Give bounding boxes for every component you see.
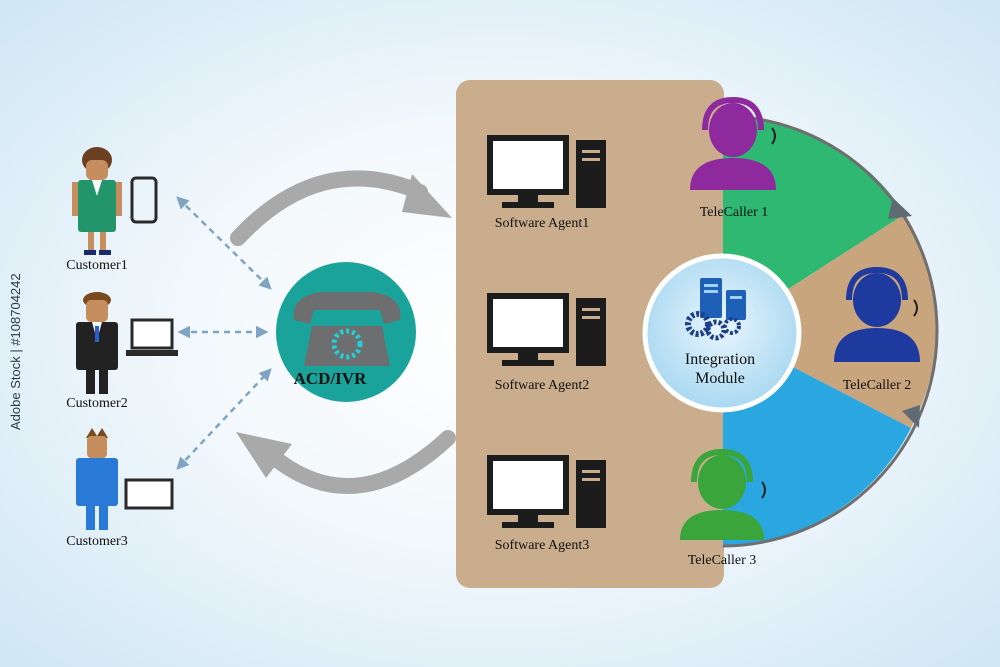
wheel-arrow-2	[902, 405, 920, 428]
customer2-figure	[76, 292, 118, 394]
software-agent2-label: Software Agent2	[494, 378, 590, 393]
telecaller1-label: TeleCaller 1	[699, 205, 769, 220]
telecaller2-label: TeleCaller 2	[842, 378, 912, 393]
arrow-to-agents	[402, 174, 452, 218]
customer3-figure	[76, 428, 118, 530]
wheel-arrow-1	[888, 198, 912, 219]
phone-device-icon	[130, 176, 158, 224]
stock-id-text: Adobe Stock | #108704242	[8, 273, 23, 430]
telecaller3-label: TeleCaller 3	[687, 553, 757, 568]
software-agent3-label: Software Agent3	[494, 538, 590, 553]
customer2-label: Customer2	[66, 396, 128, 411]
telecaller2-headset-icon	[834, 266, 920, 362]
telecaller1-headset-icon	[690, 96, 776, 190]
acd-ivr-node	[276, 262, 416, 402]
laptop-device-icon	[126, 318, 178, 356]
customer-links	[176, 196, 272, 470]
integration-line1: Integration	[684, 351, 756, 368]
gears-icon	[685, 311, 741, 341]
computer-icon-3	[487, 455, 606, 528]
computer-icon-2	[487, 293, 606, 366]
acd-ivr-label: ACD/IVR	[293, 369, 367, 388]
telephone-icon	[293, 292, 401, 366]
software-agent1-label: Software Agent1	[494, 216, 590, 231]
integration-module-label: Integration Module	[685, 350, 755, 388]
customer3-label: Customer3	[66, 534, 128, 549]
integration-module-node	[642, 253, 802, 413]
telecaller3-headset-icon	[680, 448, 766, 540]
customer1-figure	[72, 147, 122, 255]
integration-line2: Module	[695, 370, 745, 387]
customer1-label: Customer1	[66, 258, 128, 273]
tablet-device-icon	[124, 478, 174, 510]
computer-icon-1	[487, 135, 606, 208]
server-icon	[700, 278, 746, 320]
